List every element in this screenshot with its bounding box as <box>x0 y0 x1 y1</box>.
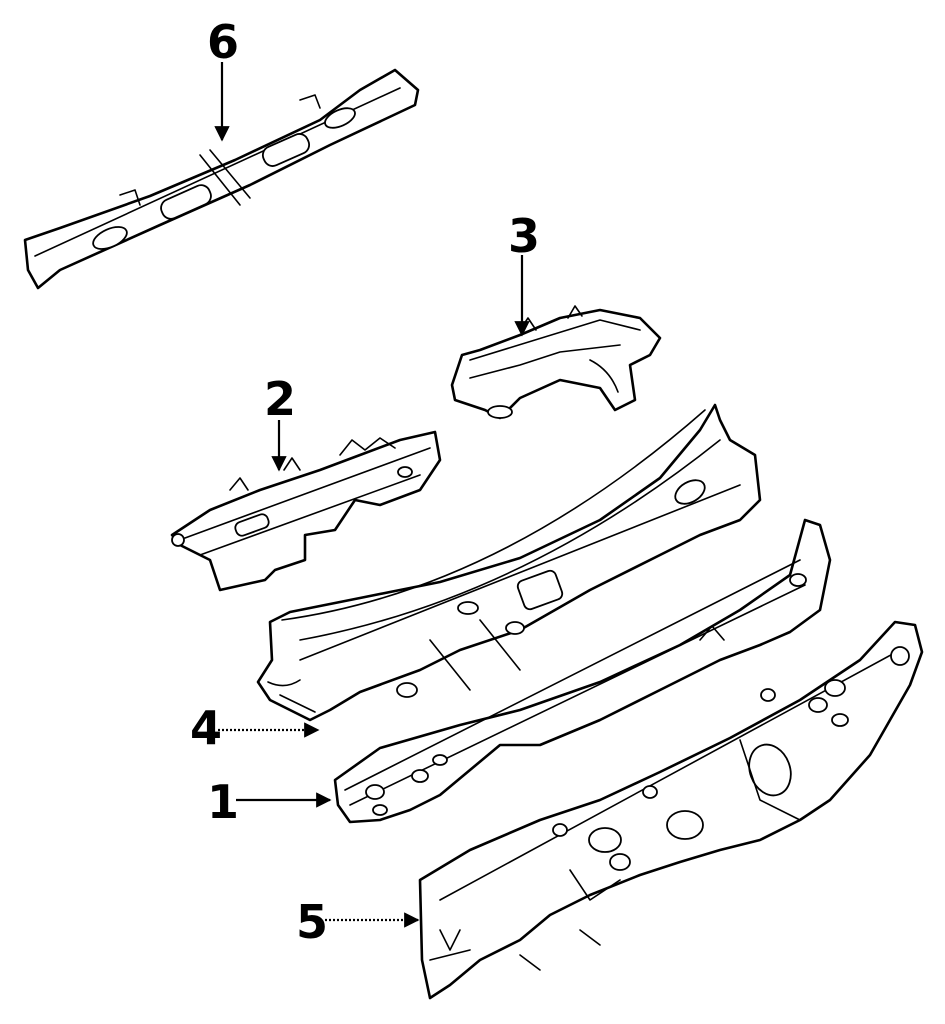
callout-3: 3 <box>508 209 540 263</box>
callout-6: 6 <box>207 15 239 69</box>
callout-4: 4 <box>190 701 222 755</box>
callout-5: 5 <box>296 895 328 949</box>
part-1-dash-reinforcement[interactable] <box>333 518 832 824</box>
part-4-cowl-panel[interactable] <box>256 403 762 722</box>
callout-2: 2 <box>264 372 296 426</box>
part-3-bracket[interactable] <box>450 305 662 420</box>
callout-1: 1 <box>207 775 239 829</box>
part-6-crossmember[interactable] <box>23 68 420 290</box>
part-5-dash-panel[interactable] <box>418 620 924 1000</box>
part-2-bracket[interactable] <box>170 430 442 592</box>
